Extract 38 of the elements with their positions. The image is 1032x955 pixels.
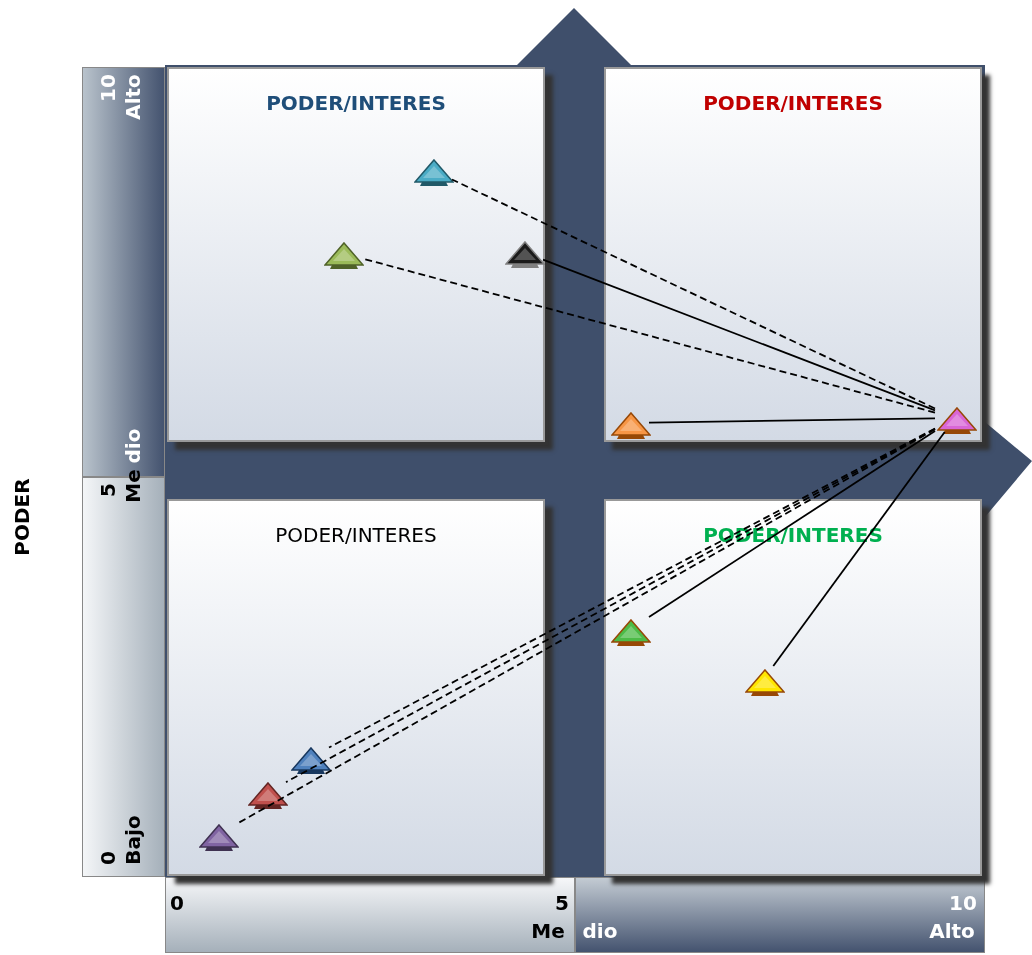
triangle-marker bbox=[291, 746, 331, 774]
quadrant-panel bbox=[604, 67, 982, 442]
triangle-marker bbox=[199, 823, 239, 851]
axis-tick-label: 10 bbox=[96, 74, 120, 102]
triangle-marker bbox=[324, 241, 364, 269]
quadrant-panel bbox=[167, 499, 545, 876]
quadrant-panel bbox=[167, 67, 545, 442]
axis-tick-label: Me bbox=[531, 919, 565, 943]
axis-tick-label: 5 bbox=[96, 483, 120, 497]
quadrant-title: PODER/INTERES bbox=[274, 523, 438, 547]
quadrant-panel bbox=[604, 499, 982, 876]
axis-tick-label: 0 bbox=[96, 851, 120, 865]
connector-line bbox=[285, 428, 936, 783]
triangle-marker bbox=[414, 158, 454, 186]
axis-tick-label: dio bbox=[121, 428, 145, 464]
triangle-marker bbox=[505, 240, 545, 268]
connector-line bbox=[328, 427, 936, 749]
connector-line bbox=[648, 417, 936, 424]
quadrant-title: PODER/INTERES bbox=[265, 91, 447, 115]
axis-tick-label: Alto bbox=[121, 74, 145, 120]
triangle-marker bbox=[248, 781, 288, 809]
axis-tick-label: 10 bbox=[949, 891, 977, 915]
triangle-marker bbox=[611, 411, 651, 439]
quadrant-title: PODER/INTERES bbox=[702, 91, 884, 115]
axis-tick-label: Bajo bbox=[121, 815, 145, 865]
axis-tick-label: 5 bbox=[555, 891, 569, 915]
connector-line bbox=[451, 178, 936, 410]
axis-tick-label: Alto bbox=[929, 919, 975, 943]
connector-line bbox=[236, 428, 936, 825]
axis-title: PODER bbox=[10, 478, 34, 556]
connector-line bbox=[772, 431, 946, 667]
triangle-marker bbox=[745, 668, 785, 696]
triangle-marker bbox=[937, 406, 977, 434]
axis-tick-label: 0 bbox=[170, 891, 184, 915]
connector-line bbox=[648, 430, 936, 618]
axis-tick-label: Me bbox=[121, 469, 145, 503]
axis-tick-label: dio bbox=[582, 919, 618, 943]
triangle-marker bbox=[611, 618, 651, 646]
